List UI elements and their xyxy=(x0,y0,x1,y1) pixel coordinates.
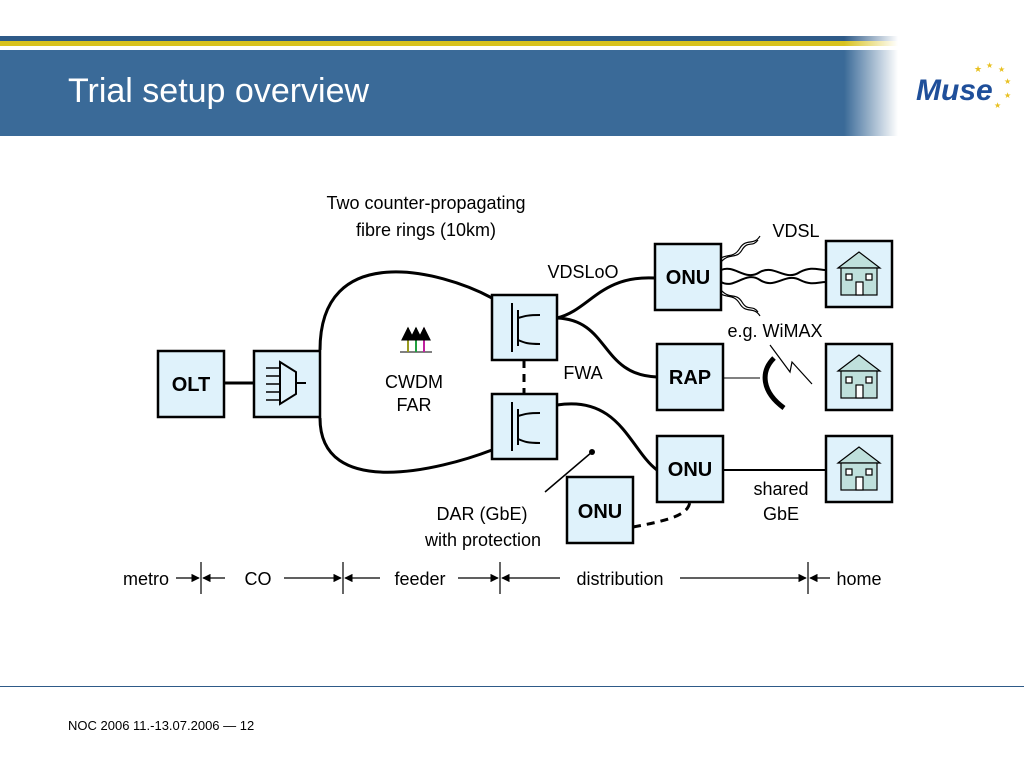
onu-low-label: ONU xyxy=(578,501,622,523)
link-onu-low-dashed xyxy=(632,499,692,529)
svg-text:★: ★ xyxy=(1004,91,1011,100)
fwa-label: FWA xyxy=(563,363,602,383)
rap-box xyxy=(655,342,725,412)
segment-metro: metro xyxy=(123,569,169,589)
house-icon xyxy=(836,446,882,491)
segment-feeder: feeder xyxy=(394,569,445,589)
antenna-icon xyxy=(762,356,786,411)
olt-label: OLT xyxy=(172,374,211,396)
segment-home: home xyxy=(836,569,881,589)
wireless-signal-icon xyxy=(769,344,813,385)
header-stripe-gold xyxy=(0,41,1024,46)
segment-co: CO xyxy=(245,569,272,589)
svg-text:★: ★ xyxy=(994,101,1001,110)
wimax-label: e.g. WiMAX xyxy=(727,321,822,341)
shared-label: shared xyxy=(753,479,808,499)
onu-mid-label: ONU xyxy=(668,459,712,481)
protection-label: with protection xyxy=(424,530,541,550)
rap-label: RAP xyxy=(669,367,711,389)
far-label: FAR xyxy=(396,395,431,415)
far-upper-box xyxy=(490,293,559,362)
dar-pointer xyxy=(544,451,593,493)
vdsl-label: VDSL xyxy=(772,221,819,241)
header-fade xyxy=(844,34,1024,136)
onu-low-box xyxy=(565,475,635,545)
home-box-top xyxy=(824,239,894,309)
rings-caption-line1: Two counter-propagating xyxy=(326,193,525,213)
vdsl-twisted-pair xyxy=(720,235,827,317)
olt-box xyxy=(156,349,226,419)
svg-text:★: ★ xyxy=(974,65,982,75)
page-title: Trial setup overview xyxy=(68,72,370,110)
wavelength-arrows-icon xyxy=(400,326,432,353)
header-stripe-blue xyxy=(0,36,1024,41)
mux-icon xyxy=(279,360,306,406)
mux-box xyxy=(252,349,322,419)
svg-text:★: ★ xyxy=(986,61,993,70)
onu-top-label: ONU xyxy=(666,267,710,289)
segment-distribution: distribution xyxy=(576,569,663,589)
rings-caption-line2: fibre rings (10km) xyxy=(356,220,496,240)
link-far-onu-top xyxy=(556,276,656,320)
footer-text: NOC 2006 11.-13.07.2006 — 12 xyxy=(68,718,255,733)
house-icon xyxy=(836,354,882,399)
muse-logo: ★ ★ ★ ★ ★ ★ Muse xyxy=(916,61,1011,110)
svg-text:★: ★ xyxy=(998,65,1005,74)
far-lower-box xyxy=(490,392,559,461)
house-icon xyxy=(836,251,882,296)
vdsloo-label: VDSLoO xyxy=(547,262,618,282)
onu-top-box xyxy=(653,242,723,312)
onu-mid-box xyxy=(655,434,725,504)
footer-divider xyxy=(0,686,1024,687)
dar-label: DAR (GbE) xyxy=(436,504,527,524)
home-box-mid xyxy=(824,342,894,412)
segment-scale xyxy=(176,562,830,594)
home-box-low xyxy=(824,434,894,504)
svg-text:★: ★ xyxy=(1004,77,1011,86)
gbe-label: GbE xyxy=(763,504,799,524)
svg-text:Muse: Muse xyxy=(916,74,993,107)
link-far-rap xyxy=(556,316,658,379)
fibre-ring xyxy=(318,270,493,474)
cwdm-label: CWDM xyxy=(385,372,443,392)
link-far-onu-mid xyxy=(556,402,658,472)
